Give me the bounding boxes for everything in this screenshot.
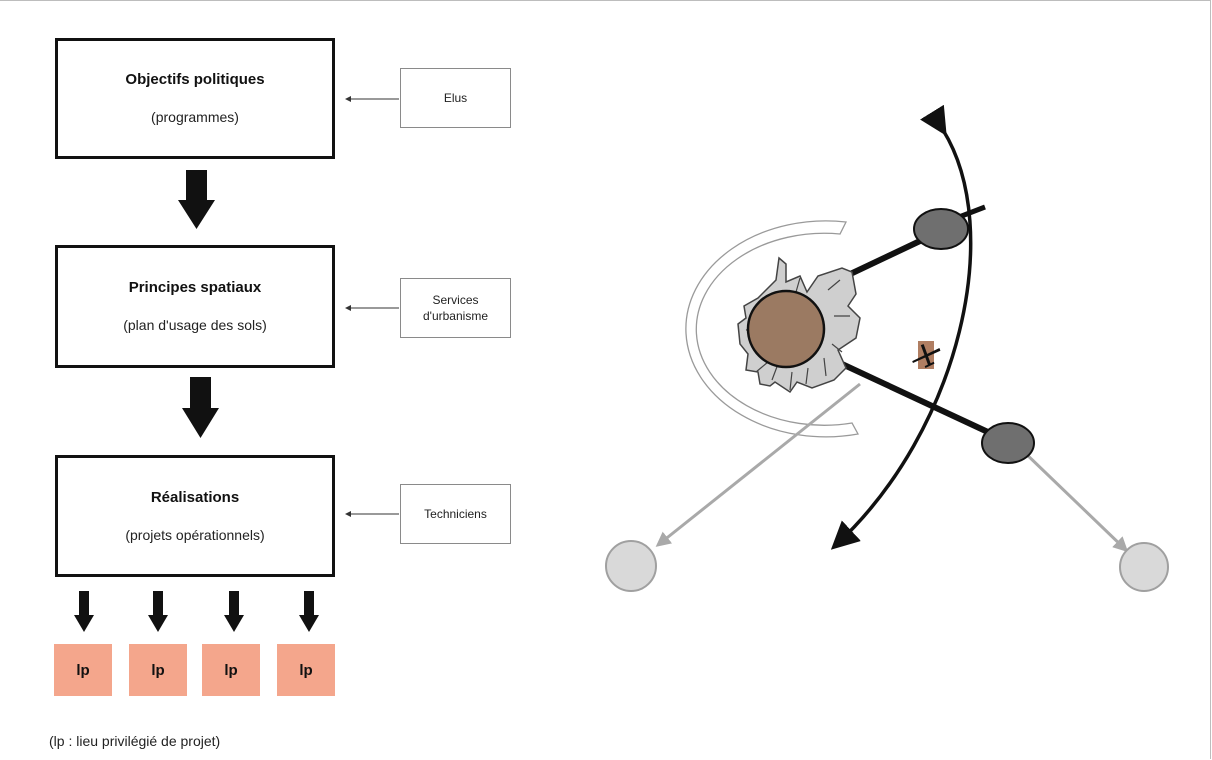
actor-box-urban-services: Services d'urbanisme [400,278,511,338]
gray-link [1020,448,1129,553]
step-subtitle: (plan d'usage des sols) [123,317,267,333]
step-subtitle: (programmes) [151,109,239,125]
step-box-spatial-principles: Principes spatiaux (plan d'usage des sol… [55,245,335,368]
peripheral-town [1119,542,1169,592]
step-title: Objectifs politiques [125,71,265,88]
actor-box-technicians: Techniciens [400,484,511,544]
lp-arrow [74,591,94,632]
flow-arrow-down [182,377,219,438]
lp-box: lp [202,644,260,696]
flow-arrow-down [178,170,215,229]
lp-box: lp [277,644,335,696]
actor-label-line1: Services [432,293,479,307]
step-title: Principes spatiaux [128,279,262,296]
actor-label: Elus [443,91,468,105]
step-title: Réalisations [150,488,240,506]
lp-box: lp [54,644,112,696]
step-subtitle: (projets opérationnels) [125,526,265,543]
actor-label-line2: d'urbanisme [423,309,488,323]
lp-box: lp [129,644,187,696]
bypass-arc [830,104,973,550]
city-center [746,289,826,369]
lp-arrow [299,591,319,632]
lp-arrow [224,591,244,632]
airplane-icon [912,344,941,368]
actor-box-elus: Elus [400,68,511,128]
step-box-realisations: Réalisations (projets opérationnels) [55,455,335,577]
gray-link [655,382,861,547]
actor-label: Techniciens [424,507,487,521]
legend-note: (lp : lieu privilégié de projet) [49,733,221,749]
satellite-town [913,208,969,250]
peripheral-town [605,540,657,592]
step-box-objectives: Objectifs politiques (programmes) [55,38,335,159]
lp-arrow [148,591,168,632]
satellite-town [981,422,1035,464]
